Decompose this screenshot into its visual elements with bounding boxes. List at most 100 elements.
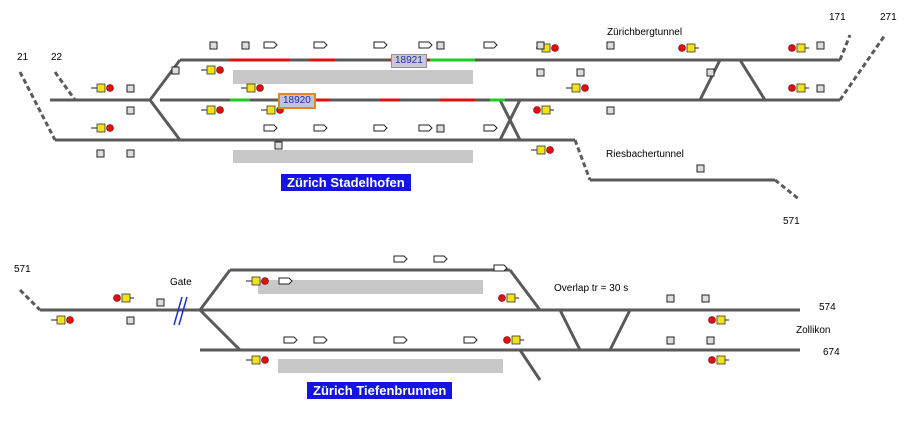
track-marker[interactable] <box>241 41 250 50</box>
track-segment[interactable] <box>774 178 801 202</box>
signal-yellow-aspect[interactable] <box>206 65 216 75</box>
signal-red-aspect[interactable] <box>261 277 269 285</box>
signal-red-aspect[interactable] <box>106 124 114 132</box>
signal-yellow-aspect[interactable] <box>796 83 806 93</box>
signal-red-aspect[interactable] <box>216 106 224 114</box>
signal-red-aspect[interactable] <box>551 44 559 52</box>
tracks[interactable] <box>18 34 887 381</box>
signal-red-aspect[interactable] <box>66 316 74 324</box>
signal-yellow-aspect[interactable] <box>121 293 131 303</box>
track-segment[interactable] <box>518 349 542 381</box>
direction-arrow-icon[interactable] <box>313 336 328 344</box>
direction-arrow-icon[interactable] <box>373 41 388 49</box>
track-segment[interactable] <box>498 99 522 141</box>
signal-red-aspect[interactable] <box>708 316 716 324</box>
direction-arrow-icon[interactable] <box>263 41 278 49</box>
signal-yellow-aspect[interactable] <box>796 43 806 53</box>
train-number-18921[interactable]: 18921 <box>391 54 427 68</box>
track-marker[interactable] <box>126 149 135 158</box>
gate-icon[interactable] <box>173 296 183 326</box>
direction-arrow-icon[interactable] <box>463 336 478 344</box>
direction-arrow-icon[interactable] <box>313 41 328 49</box>
signal-red-aspect[interactable] <box>113 294 121 302</box>
track-segment[interactable] <box>738 59 767 101</box>
track-marker[interactable] <box>536 68 545 77</box>
station-label-stadelhofen[interactable]: Zürich Stadelhofen <box>281 174 411 191</box>
direction-arrow-icon[interactable] <box>313 124 328 132</box>
signal-yellow-aspect[interactable] <box>56 315 66 325</box>
track-segment[interactable] <box>148 99 182 141</box>
direction-arrow-icon[interactable] <box>418 41 433 49</box>
direction-arrow-icon[interactable] <box>433 255 448 263</box>
track-marker[interactable] <box>171 66 180 75</box>
track-marker[interactable] <box>126 106 135 115</box>
signal-red-aspect[interactable] <box>678 44 686 52</box>
signal-red-aspect[interactable] <box>546 146 554 154</box>
track-marker[interactable] <box>274 141 283 150</box>
signal-yellow-aspect[interactable] <box>571 83 581 93</box>
signal-yellow-aspect[interactable] <box>251 276 261 286</box>
signal-red-aspect[interactable] <box>533 106 541 114</box>
track-marker[interactable] <box>606 106 615 115</box>
station-label-tiefenbrunnen[interactable]: Zürich Tiefenbrunnen <box>307 382 453 399</box>
signal-red-aspect[interactable] <box>216 66 224 74</box>
track-marker[interactable] <box>696 164 705 173</box>
signal-red-aspect[interactable] <box>788 44 796 52</box>
track-marker[interactable] <box>706 336 715 345</box>
track-marker[interactable] <box>606 41 615 50</box>
signal-red-aspect[interactable] <box>106 84 114 92</box>
direction-arrow-icon[interactable] <box>263 124 278 132</box>
direction-arrow-icon[interactable] <box>393 255 408 263</box>
track-segment[interactable] <box>508 269 542 311</box>
signal-yellow-aspect[interactable] <box>206 105 216 115</box>
direction-arrow-icon[interactable] <box>493 264 508 272</box>
signal-red-aspect[interactable] <box>708 356 716 364</box>
signal-yellow-aspect[interactable] <box>246 83 256 93</box>
signal-yellow-aspect[interactable] <box>536 145 546 155</box>
direction-arrow-icon[interactable] <box>278 277 293 285</box>
track-segment[interactable] <box>198 269 232 311</box>
signal-yellow-aspect[interactable] <box>716 315 726 325</box>
track-segment[interactable] <box>838 34 852 61</box>
signal-yellow-aspect[interactable] <box>266 105 276 115</box>
signal-red-aspect[interactable] <box>256 84 264 92</box>
track-marker[interactable] <box>576 68 585 77</box>
track-segment[interactable] <box>53 71 77 101</box>
signal-red-aspect[interactable] <box>261 356 269 364</box>
signal-red-aspect[interactable] <box>581 84 589 92</box>
signal-yellow-aspect[interactable] <box>96 123 106 133</box>
track-marker[interactable] <box>96 149 105 158</box>
track-marker[interactable] <box>706 68 715 77</box>
direction-arrow-icon[interactable] <box>483 124 498 132</box>
track-segment[interactable] <box>558 309 582 351</box>
track-marker[interactable] <box>126 84 135 93</box>
track-marker[interactable] <box>156 298 165 307</box>
track-marker[interactable] <box>701 294 710 303</box>
signal-yellow-aspect[interactable] <box>686 43 696 53</box>
track-segment[interactable] <box>838 34 887 101</box>
track-marker[interactable] <box>816 84 825 93</box>
track-segment[interactable] <box>608 309 632 351</box>
signal-yellow-aspect[interactable] <box>96 83 106 93</box>
track-marker[interactable] <box>666 336 675 345</box>
signal-red-aspect[interactable] <box>788 84 796 92</box>
train-number-18920[interactable]: 18920 <box>278 93 316 109</box>
track-marker[interactable] <box>209 41 218 50</box>
signal-yellow-aspect[interactable] <box>716 355 726 365</box>
track-segment[interactable] <box>573 139 592 181</box>
track-marker[interactable] <box>816 41 825 50</box>
signal-red-aspect[interactable] <box>498 294 506 302</box>
track-segment[interactable] <box>18 71 57 141</box>
track-markers[interactable] <box>96 41 825 345</box>
signals[interactable] <box>51 43 809 365</box>
track-segment[interactable] <box>698 59 722 101</box>
track-marker[interactable] <box>436 124 445 133</box>
signal-red-aspect[interactable] <box>503 336 511 344</box>
gate-icon[interactable] <box>178 296 188 326</box>
track-segment[interactable] <box>18 288 42 312</box>
direction-arrow-icon[interactable] <box>418 124 433 132</box>
signal-yellow-aspect[interactable] <box>541 105 551 115</box>
track-marker[interactable] <box>436 41 445 50</box>
track-marker[interactable] <box>666 294 675 303</box>
track-segment[interactable] <box>198 308 242 352</box>
